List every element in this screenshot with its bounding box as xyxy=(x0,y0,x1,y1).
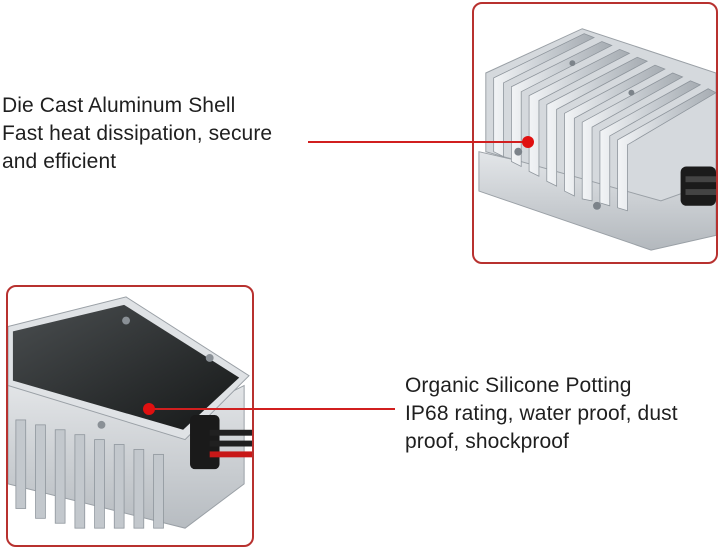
callout-dot-icon xyxy=(522,136,534,148)
feature-title: Organic Silicone Potting xyxy=(405,374,632,397)
potting-converter-illustration xyxy=(8,296,252,529)
aluminum-heatsink-illustration xyxy=(478,28,716,251)
feature-aluminum-shell-text: Die Cast Aluminum Shell Fast heat dissip… xyxy=(2,92,272,176)
feature-description-line: and efficient xyxy=(2,150,117,173)
callout-dot-icon xyxy=(143,403,155,415)
feature-description-line: IP68 rating, water proof, dust xyxy=(405,402,678,425)
feature-title: Die Cast Aluminum Shell xyxy=(2,94,236,117)
silicone-potting-photo xyxy=(6,285,254,547)
feature-silicone-potting-text: Organic Silicone Potting IP68 rating, wa… xyxy=(405,372,678,456)
callout-line-potting xyxy=(150,408,395,410)
callout-line-aluminum xyxy=(308,141,528,143)
feature-description-line: proof, shockproof xyxy=(405,430,569,453)
aluminum-shell-photo xyxy=(472,2,718,264)
feature-description-line: Fast heat dissipation, secure xyxy=(2,122,273,145)
